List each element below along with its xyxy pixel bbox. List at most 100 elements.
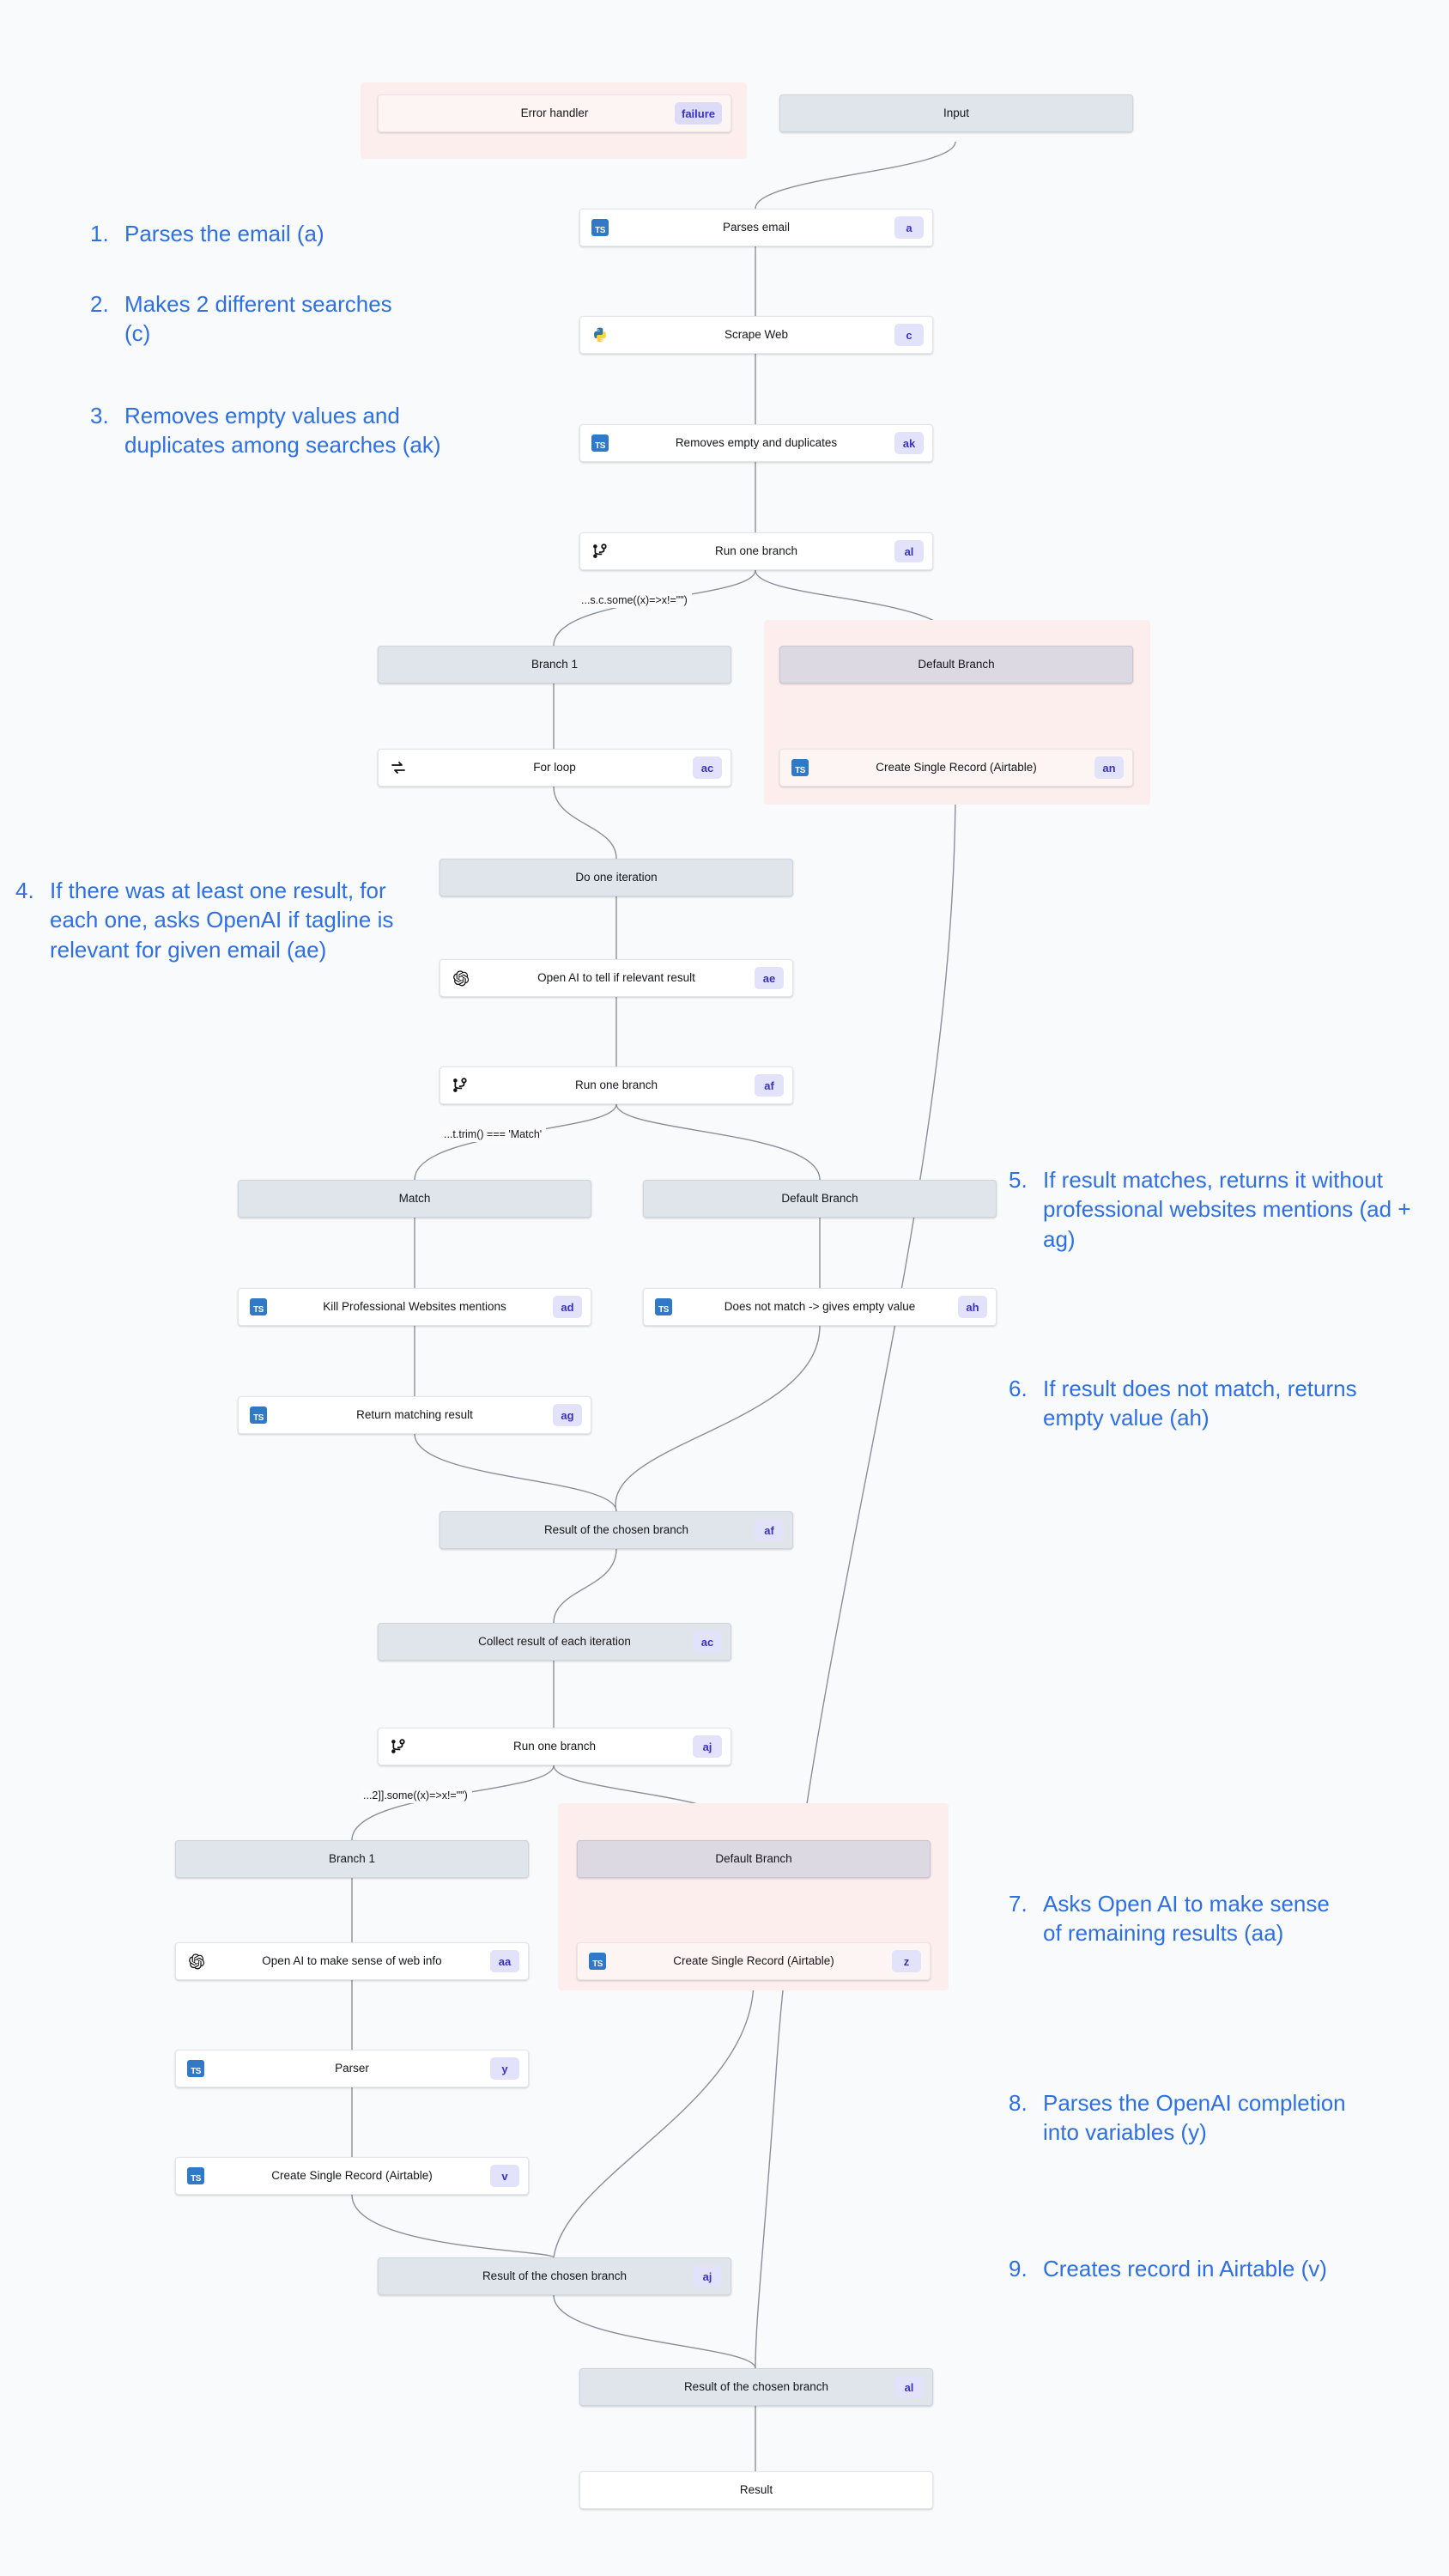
loop-icon [389,758,408,777]
node-title: Open AI to tell if relevant result [537,971,695,984]
annotation-text: Makes 2 different searches (c) [124,291,392,347]
node-tag: aj [693,1735,722,1758]
node-does-not-match[interactable]: TS Does not match -> gives empty value a… [643,1288,997,1326]
node-title: Default Branch [781,1192,858,1205]
node-default-branch-middle[interactable]: Default Branch [643,1180,997,1218]
typescript-icon: TS [654,1297,673,1316]
node-run-one-branch-aj[interactable]: Run one branch aj [378,1728,731,1765]
node-create-record-v[interactable]: TS Create Single Record (Airtable) v [175,2157,529,2195]
node-parses-email[interactable]: TS Parses email a [579,209,933,246]
node-input[interactable]: Input [779,94,1133,132]
node-title: Create Single Record (Airtable) [876,761,1037,774]
typescript-icon: TS [186,2166,205,2185]
annotation-number: 3. [90,403,109,428]
condition-label-aj: ...2]].some((x)=>x!="") [359,1788,472,1803]
node-run-one-branch-al[interactable]: Run one branch al [579,532,933,570]
annotation-number: 9. [1009,2256,1028,2281]
node-title: Default Branch [918,658,995,671]
node-title: Run one branch [574,1078,658,1091]
node-run-one-branch-af[interactable]: Run one branch af [440,1066,793,1104]
node-title: Parses email [722,221,791,234]
node-title: Run one branch [714,544,798,557]
node-title: Default Branch [715,1852,792,1865]
annotation-9: 9. Creates record in Airtable (v) [1009,2254,1343,2283]
node-default-branch-bottom[interactable]: Default Branch [577,1840,931,1878]
annotation-3: 3. Removes empty values and duplicates a… [90,401,495,460]
node-title: Parser [335,2062,369,2075]
node-tag: z [892,1950,921,1972]
node-tag: ag [553,1404,582,1426]
node-result-chosen-branch-al[interactable]: Result of the chosen branch al [579,2368,933,2406]
node-title: Branch 1 [530,658,579,671]
node-tag: aj [693,2265,722,2287]
condition-label-af: ...t.trim() === 'Match' [440,1127,547,1142]
annotation-number: 4. [15,878,34,903]
openai-icon [186,1952,205,1971]
node-title: Match [398,1192,431,1205]
node-title: Branch 1 [328,1852,376,1865]
annotation-5: 5. If result matches, returns it without… [1009,1165,1438,1254]
node-title: Result of the chosen branch [543,1523,689,1536]
node-openai-make-sense-web-info[interactable]: Open AI to make sense of web info aa [175,1942,529,1980]
node-title: Result [739,2483,773,2496]
node-tag: a [894,216,924,239]
node-title: For loop [533,761,576,774]
annotation-8: 8. Parses the OpenAI completion into var… [1009,2088,1369,2148]
python-icon [591,325,609,344]
node-tag: al [894,540,924,562]
node-collect-result-iteration[interactable]: Collect result of each iteration ac [378,1623,731,1661]
typescript-icon: TS [186,2059,205,2078]
annotation-number: 6. [1009,1376,1028,1401]
annotation-text: If result matches, returns it without pr… [1043,1167,1411,1252]
node-tag: ae [755,967,784,989]
branch-icon [591,542,609,561]
node-title: Run one branch [512,1740,597,1753]
node-removes-empty-duplicates[interactable]: TS Removes empty and duplicates ak [579,424,933,462]
branch-icon [389,1737,408,1756]
node-openai-relevant-result[interactable]: Open AI to tell if relevant result ae [440,959,793,997]
node-create-record-an[interactable]: TS Create Single Record (Airtable) an [779,749,1133,787]
node-title: Removes empty and duplicates [675,436,838,449]
node-parser[interactable]: TS Parser y [175,2050,529,2087]
annotation-text: If there was at least one result, for ea… [50,878,394,963]
node-title: Do one iteration [575,871,658,884]
node-result-chosen-branch-af[interactable]: Result of the chosen branch af [440,1511,793,1549]
node-kill-professional-websites[interactable]: TS Kill Professional Websites mentions a… [238,1288,591,1326]
node-branch1-top[interactable]: Branch 1 [378,646,731,683]
node-tag: c [894,324,924,346]
node-title: Does not match -> gives empty value [724,1300,916,1313]
node-title: Result of the chosen branch [683,2380,829,2393]
annotation-number: 7. [1009,1891,1028,1917]
node-tag: failure [674,102,722,125]
node-scrape-web[interactable]: Scrape Web c [579,316,933,354]
node-return-matching-result[interactable]: TS Return matching result ag [238,1396,591,1434]
annotation-number: 1. [90,221,109,246]
annotation-6: 6. If result does not match, returns emp… [1009,1374,1421,1433]
node-do-one-iteration[interactable]: Do one iteration [440,859,793,896]
node-default-branch-top[interactable]: Default Branch [779,646,1133,683]
node-create-record-z[interactable]: TS Create Single Record (Airtable) z [577,1942,931,1980]
typescript-icon: TS [588,1952,607,1971]
annotation-text: Parses the email (a) [124,221,324,246]
node-tag: ak [894,432,924,454]
node-title: Error handler [520,106,589,119]
annotation-text: Asks Open AI to make sense of remaining … [1043,1891,1330,1947]
node-title: Collect result of each iteration [478,1635,631,1648]
node-result[interactable]: Result [579,2471,933,2509]
node-match-branch[interactable]: Match [238,1180,591,1218]
node-result-chosen-branch-aj[interactable]: Result of the chosen branch aj [378,2257,731,2295]
node-tag: aa [490,1950,519,1972]
annotation-text: If result does not match, returns empty … [1043,1376,1357,1431]
node-tag: ac [693,1631,722,1653]
typescript-icon: TS [791,758,809,777]
typescript-icon: TS [249,1297,268,1316]
node-tag: af [755,1074,784,1097]
node-title: Input [943,106,970,119]
node-branch1-bottom[interactable]: Branch 1 [175,1840,529,1878]
node-error-handler[interactable]: Error handler failure [378,94,731,132]
node-tag: ac [693,756,722,779]
node-for-loop[interactable]: For loop ac [378,749,731,787]
annotation-4: 4. If there was at least one result, for… [15,876,402,964]
annotation-2: 2. Makes 2 different searches (c) [90,289,399,349]
